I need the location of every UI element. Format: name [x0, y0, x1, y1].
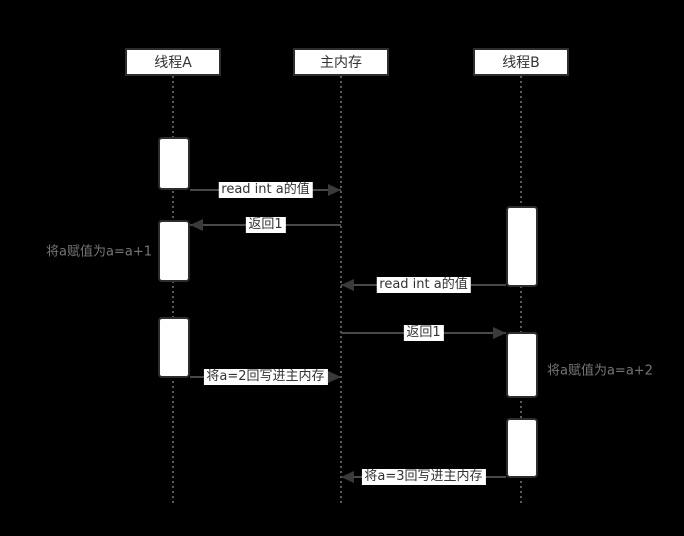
arrowhead-right-icon [328, 371, 341, 383]
message-label-2: read int a的值 [376, 277, 471, 293]
message-label-4: 将a=2回写进主内存 [203, 369, 328, 385]
note-right-thread-b: 将a赋值为a=a+2 [547, 363, 653, 379]
activation-thread-a-1 [158, 220, 190, 282]
activation-thread-b-5 [506, 418, 538, 478]
note-left-thread-a: 将a赋值为a=a+1 [46, 244, 152, 260]
arrowhead-left-icon [190, 219, 203, 231]
participant-thread-b: 线程B [473, 48, 569, 76]
lifeline-thread-a [172, 76, 174, 503]
participant-thread-a: 线程A [125, 48, 221, 76]
activation-thread-b-3 [506, 206, 538, 287]
arrowhead-right-icon [493, 327, 506, 339]
activation-thread-a-2 [158, 317, 190, 378]
message-label-0: read int a的值 [218, 182, 313, 198]
arrowhead-left-icon [341, 279, 354, 291]
activation-thread-a-0 [158, 137, 190, 190]
message-label-5: 将a=3回写进主内存 [361, 469, 486, 485]
participant-main-memory: 主内存 [293, 48, 389, 76]
message-label-3: 返回1 [403, 325, 444, 341]
arrowhead-right-icon [328, 184, 341, 196]
lifeline-thread-b [520, 76, 522, 503]
message-label-1: 返回1 [245, 217, 286, 233]
activation-thread-b-4 [506, 332, 538, 398]
arrowhead-left-icon [341, 471, 354, 483]
